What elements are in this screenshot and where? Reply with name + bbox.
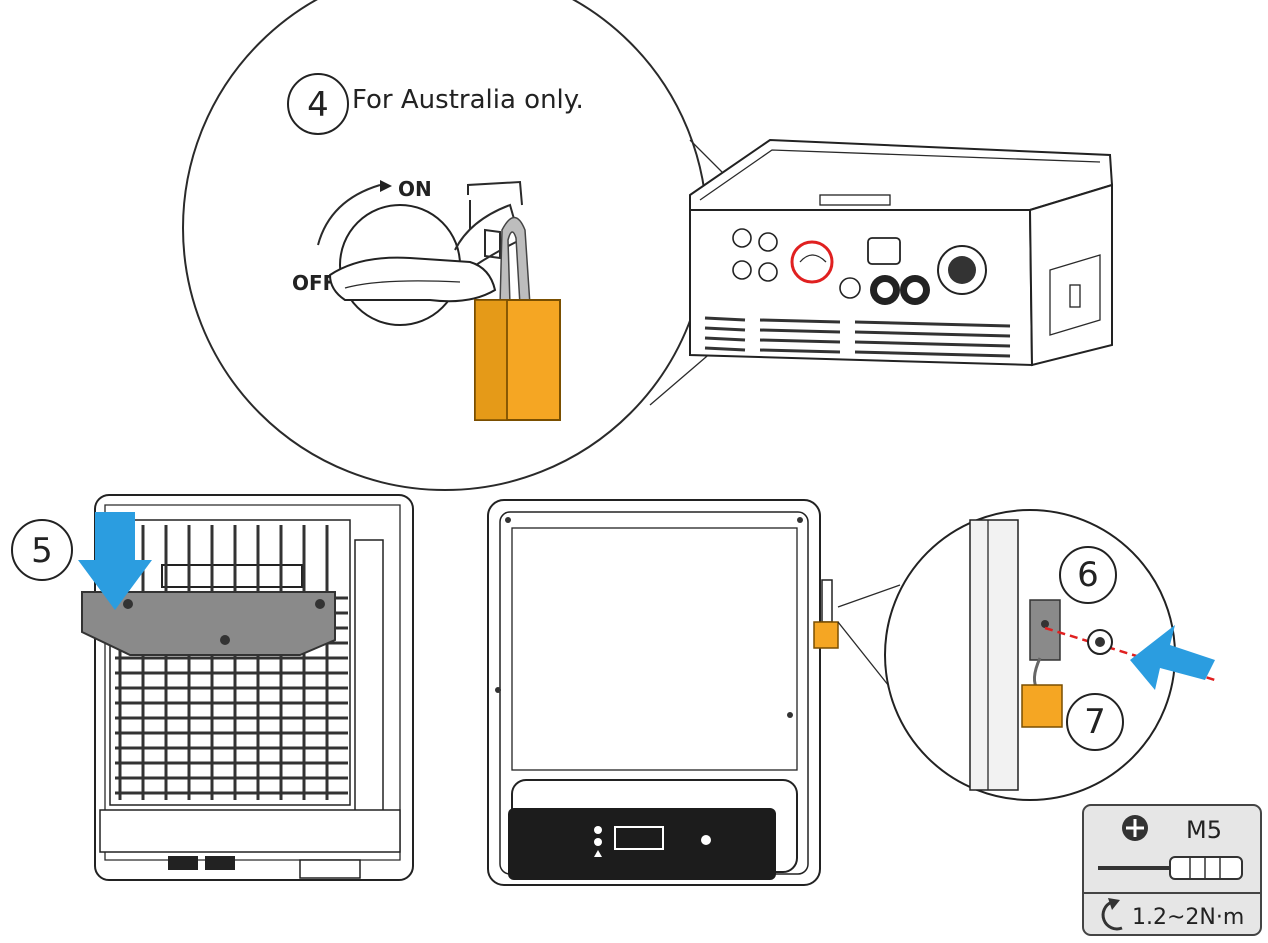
padlock-large [474, 299, 561, 421]
screwdriver-icon [1098, 856, 1243, 880]
step-6-badge: 6 [1059, 546, 1117, 604]
switch-highlight-ring [790, 240, 834, 284]
rotary-switch-drawing: ON OFF [292, 177, 531, 326]
mounting-bracket [81, 591, 336, 656]
step-7-number: 7 [1084, 702, 1106, 742]
switch-on-label: ON [398, 177, 432, 201]
inverter-top-view [689, 138, 1114, 367]
step-7-badge: 7 [1066, 693, 1124, 751]
step-5-down-arrow [78, 512, 152, 610]
torque-spec-box: M5 1.2~2N·m [1082, 804, 1262, 936]
step-6-arrow [1130, 625, 1215, 690]
torque-value-label: 1.2~2N·m [1132, 905, 1244, 930]
switch-off-label: OFF [292, 271, 336, 295]
rotate-icon [1101, 900, 1123, 931]
step-5-number: 5 [31, 531, 53, 571]
display-panel [508, 808, 776, 880]
step-6-number: 6 [1077, 555, 1099, 595]
step-5-badge: 5 [11, 519, 73, 581]
screw-size-label: M5 [1186, 816, 1222, 844]
inverter-heatsink [704, 316, 1011, 358]
padlock-small [813, 621, 839, 649]
step-4-number: 4 [307, 85, 329, 125]
step-4-badge: 4 [287, 73, 349, 135]
step-4-caption: For Australia only. [352, 85, 584, 115]
inverter-front-view [487, 499, 833, 886]
padlock-detail [1021, 684, 1063, 728]
